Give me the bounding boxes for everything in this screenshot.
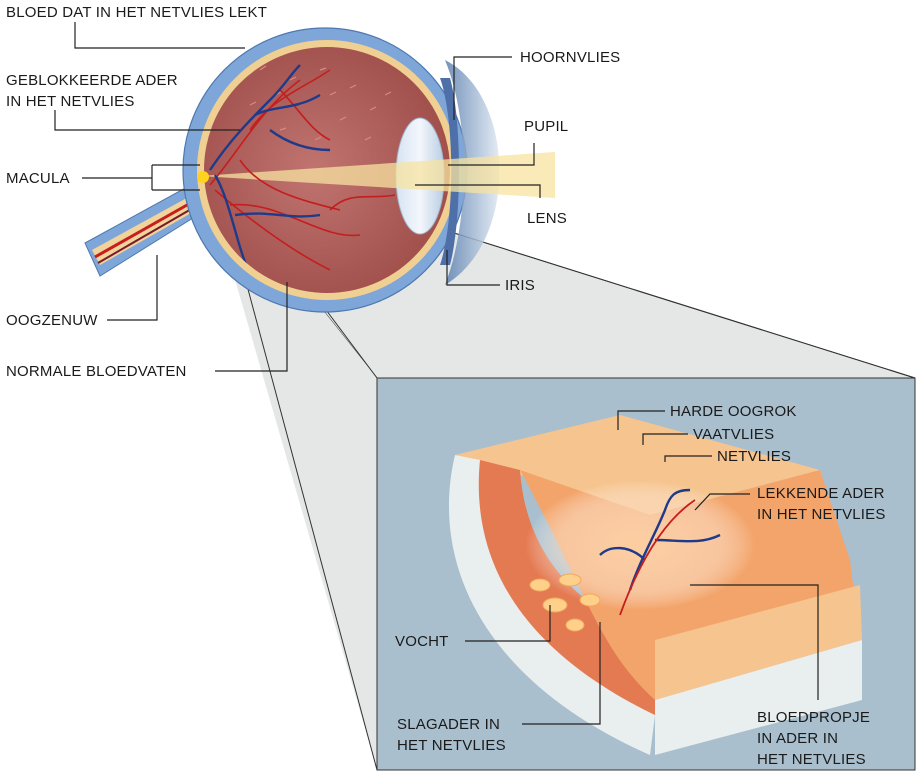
label-macula: MACULA [6,170,70,187]
label-geblokkeerde-ader-2: IN HET NETVLIES [6,93,135,110]
label-netvlies: NETVLIES [717,448,791,465]
label-bloed-lekt: BLOED DAT IN HET NETVLIES LEKT [6,4,267,21]
label-slagader: SLAGADER IN [397,716,500,733]
macula-spot [197,171,209,183]
label-iris: IRIS [505,277,535,294]
label-lens: LENS [527,210,567,227]
label-geblokkeerde-ader: GEBLOKKEERDE ADER [6,72,178,89]
label-vocht: VOCHT [395,633,449,650]
label-slagader-2: HET NETVLIES [397,737,506,754]
label-hoornvlies: HOORNVLIES [520,49,620,66]
label-lekkende-ader: LEKKENDE ADER [757,485,885,502]
label-harde-oogrok: HARDE OOGROK [670,403,797,420]
label-oogzenuw: OOGZENUW [6,312,98,329]
label-bloedpropje: BLOEDPROPJE [757,709,870,726]
label-normale-bloedvaten: NORMALE BLOEDVATEN [6,363,187,380]
label-bloedpropje-2: IN ADER IN [757,730,838,747]
label-bloedpropje-3: HET NETVLIES [757,751,866,768]
label-pupil: PUPIL [524,118,568,135]
label-lekkende-ader-2: IN HET NETVLIES [757,506,886,523]
label-vaatvlies: VAATVLIES [693,426,774,443]
